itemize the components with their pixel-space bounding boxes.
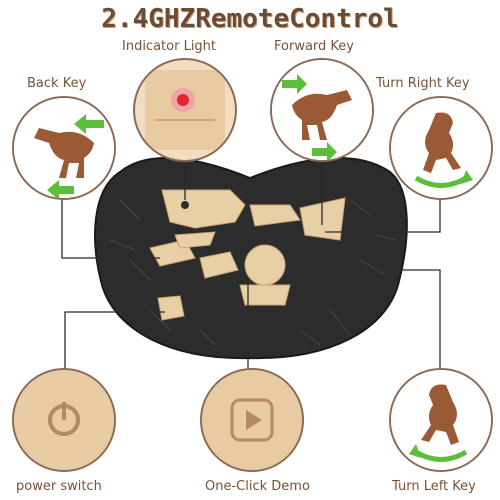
turn-right-key-label: Turn Right Key [376, 76, 470, 91]
back-key-label: Back Key [27, 76, 87, 91]
dino-head-button [161, 189, 246, 229]
green-arrow-icon [312, 142, 337, 160]
power-switch-label: power switch [16, 479, 102, 494]
green-arrow-icon [47, 180, 74, 198]
dinosaur-icon [421, 384, 459, 445]
turn-right-key-callout [389, 96, 493, 200]
indicator-light-dot [181, 201, 189, 209]
indicator-light-label: Indicator Light [122, 39, 217, 54]
dinosaur-icon [423, 112, 461, 173]
dinosaur-icon [34, 128, 94, 178]
forward-key-callout [270, 58, 374, 162]
tail-button [239, 284, 291, 306]
indicator-light-callout [133, 58, 237, 162]
rotate-arrow-icon [414, 175, 468, 188]
power-button [157, 295, 185, 321]
dinosaur-icon [292, 90, 352, 140]
forward-button [249, 204, 301, 227]
turn-left-button [244, 244, 286, 286]
product-title: 2.4GHZRemoteControl [101, 4, 399, 34]
green-arrow-icon [74, 114, 104, 134]
forward-key-label: Forward Key [274, 39, 354, 54]
turn-left-key-label: Turn Left Key [392, 479, 476, 494]
arm-button [199, 251, 239, 279]
play-icon [246, 410, 262, 430]
back-key-callout [12, 96, 116, 200]
one-click-demo-label: One-Click Demo [205, 479, 310, 494]
remote-texture [109, 199, 396, 346]
one-click-demo-callout [200, 368, 304, 472]
green-arrow-icon [282, 74, 307, 94]
turn-left-key-callout [389, 368, 493, 472]
rotate-arrow-icon [414, 449, 468, 462]
jaw-button [174, 231, 216, 249]
power-switch-callout [12, 368, 116, 472]
